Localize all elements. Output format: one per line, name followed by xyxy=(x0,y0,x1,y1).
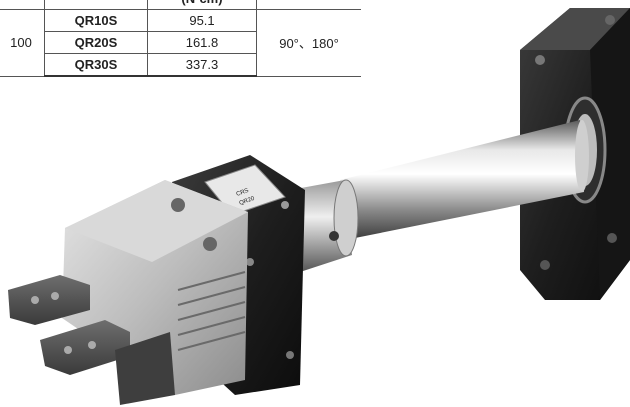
torque-cell: 161.8 xyxy=(147,31,257,54)
body-label-line1: CRS xyxy=(236,188,250,198)
rotation-angle-cell: 90°、180° xyxy=(256,9,361,77)
table-row: QR30S 337.3 xyxy=(0,53,361,77)
spec-table: (N·cm) 100 QR10S 95.1 90°、180° QR20S 161… xyxy=(0,0,361,77)
torque-cell: 337.3 xyxy=(147,53,257,77)
model-cell: QR30S xyxy=(44,53,148,77)
body-label-line2: QR20 xyxy=(239,196,256,207)
table-row: QR20S 161.8 xyxy=(0,31,361,54)
rotary-shaft xyxy=(340,120,589,240)
gripper-jaws xyxy=(8,275,175,405)
shaft-collar xyxy=(290,179,359,272)
table-row: 100 QR10S 95.1 90°、180° xyxy=(0,9,361,77)
